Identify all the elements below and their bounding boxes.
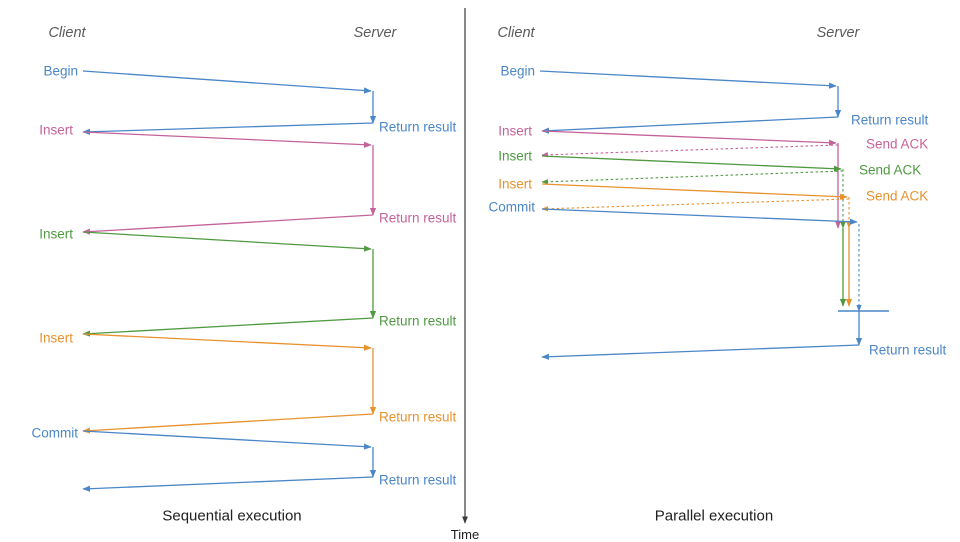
- sequential-actor-server: Server: [353, 25, 397, 41]
- sequential-insert2-request: [82, 231, 372, 252]
- parallel-insert1-request: [541, 130, 837, 146]
- parallel-insert3-ack: [541, 198, 850, 212]
- parallel-client-label-2: Insert: [498, 148, 532, 164]
- sequential-client-label-1: Insert: [39, 122, 73, 138]
- parallel-client-label-1: Insert: [498, 123, 532, 139]
- parallel-commit-request: [541, 208, 858, 225]
- sequential-begin-request: [82, 70, 372, 94]
- parallel-client-label-4: Commit: [488, 199, 536, 215]
- sequential-caption: Sequential execution: [162, 507, 302, 525]
- parallel-commit-response: [541, 344, 860, 360]
- sequential-client-label-2: Insert: [39, 226, 73, 242]
- sequential-insert1-response: [82, 214, 374, 235]
- sequential-commit-request: [82, 430, 372, 450]
- parallel-caption: Parallel execution: [654, 507, 774, 525]
- sequential-client-label-0: Begin: [43, 63, 78, 79]
- parallel-insert1-ack: [541, 144, 839, 158]
- parallel-begin-response: [541, 116, 839, 134]
- parallel-server-label-0: Return result: [851, 112, 929, 128]
- sequential-insert2-response: [82, 317, 374, 337]
- parallel-client-label-3: Insert: [498, 176, 532, 192]
- parallel-client-label-0: Begin: [500, 63, 535, 79]
- sequential-client-label-3: Insert: [39, 330, 73, 346]
- sequential-client-label-4: Commit: [31, 425, 79, 441]
- sequential-commit-response: [82, 476, 374, 492]
- parallel-server-label-3: Send ACK: [866, 188, 929, 204]
- parallel-insert3-request: [541, 183, 848, 200]
- sequential-insert1-request: [82, 131, 372, 148]
- parallel-insert2-request: [541, 155, 842, 172]
- sequential-server-label-3: Return result: [379, 409, 457, 425]
- sequential-server-label-1: Return result: [379, 210, 457, 226]
- parallel-begin-request: [539, 70, 837, 89]
- sequential-actor-client: Client: [48, 25, 86, 41]
- sequential-insert3-response: [82, 413, 374, 434]
- parallel-server-label-4: Return result: [869, 342, 947, 358]
- sequential-server-label-0: Return result: [379, 119, 457, 135]
- time-axis-label: Time: [450, 527, 480, 542]
- parallel-actor-server: Server: [816, 25, 860, 41]
- sequential-insert3-request: [82, 333, 372, 351]
- parallel-server-label-1: Send ACK: [866, 136, 929, 152]
- sequential-server-label-2: Return result: [379, 313, 457, 329]
- sequential-server-label-4: Return result: [379, 472, 457, 488]
- parallel-actor-client: Client: [497, 25, 535, 41]
- parallel-server-label-2: Send ACK: [859, 162, 922, 178]
- sequential-begin-response: [82, 122, 374, 135]
- parallel-insert2-ack: [541, 170, 844, 185]
